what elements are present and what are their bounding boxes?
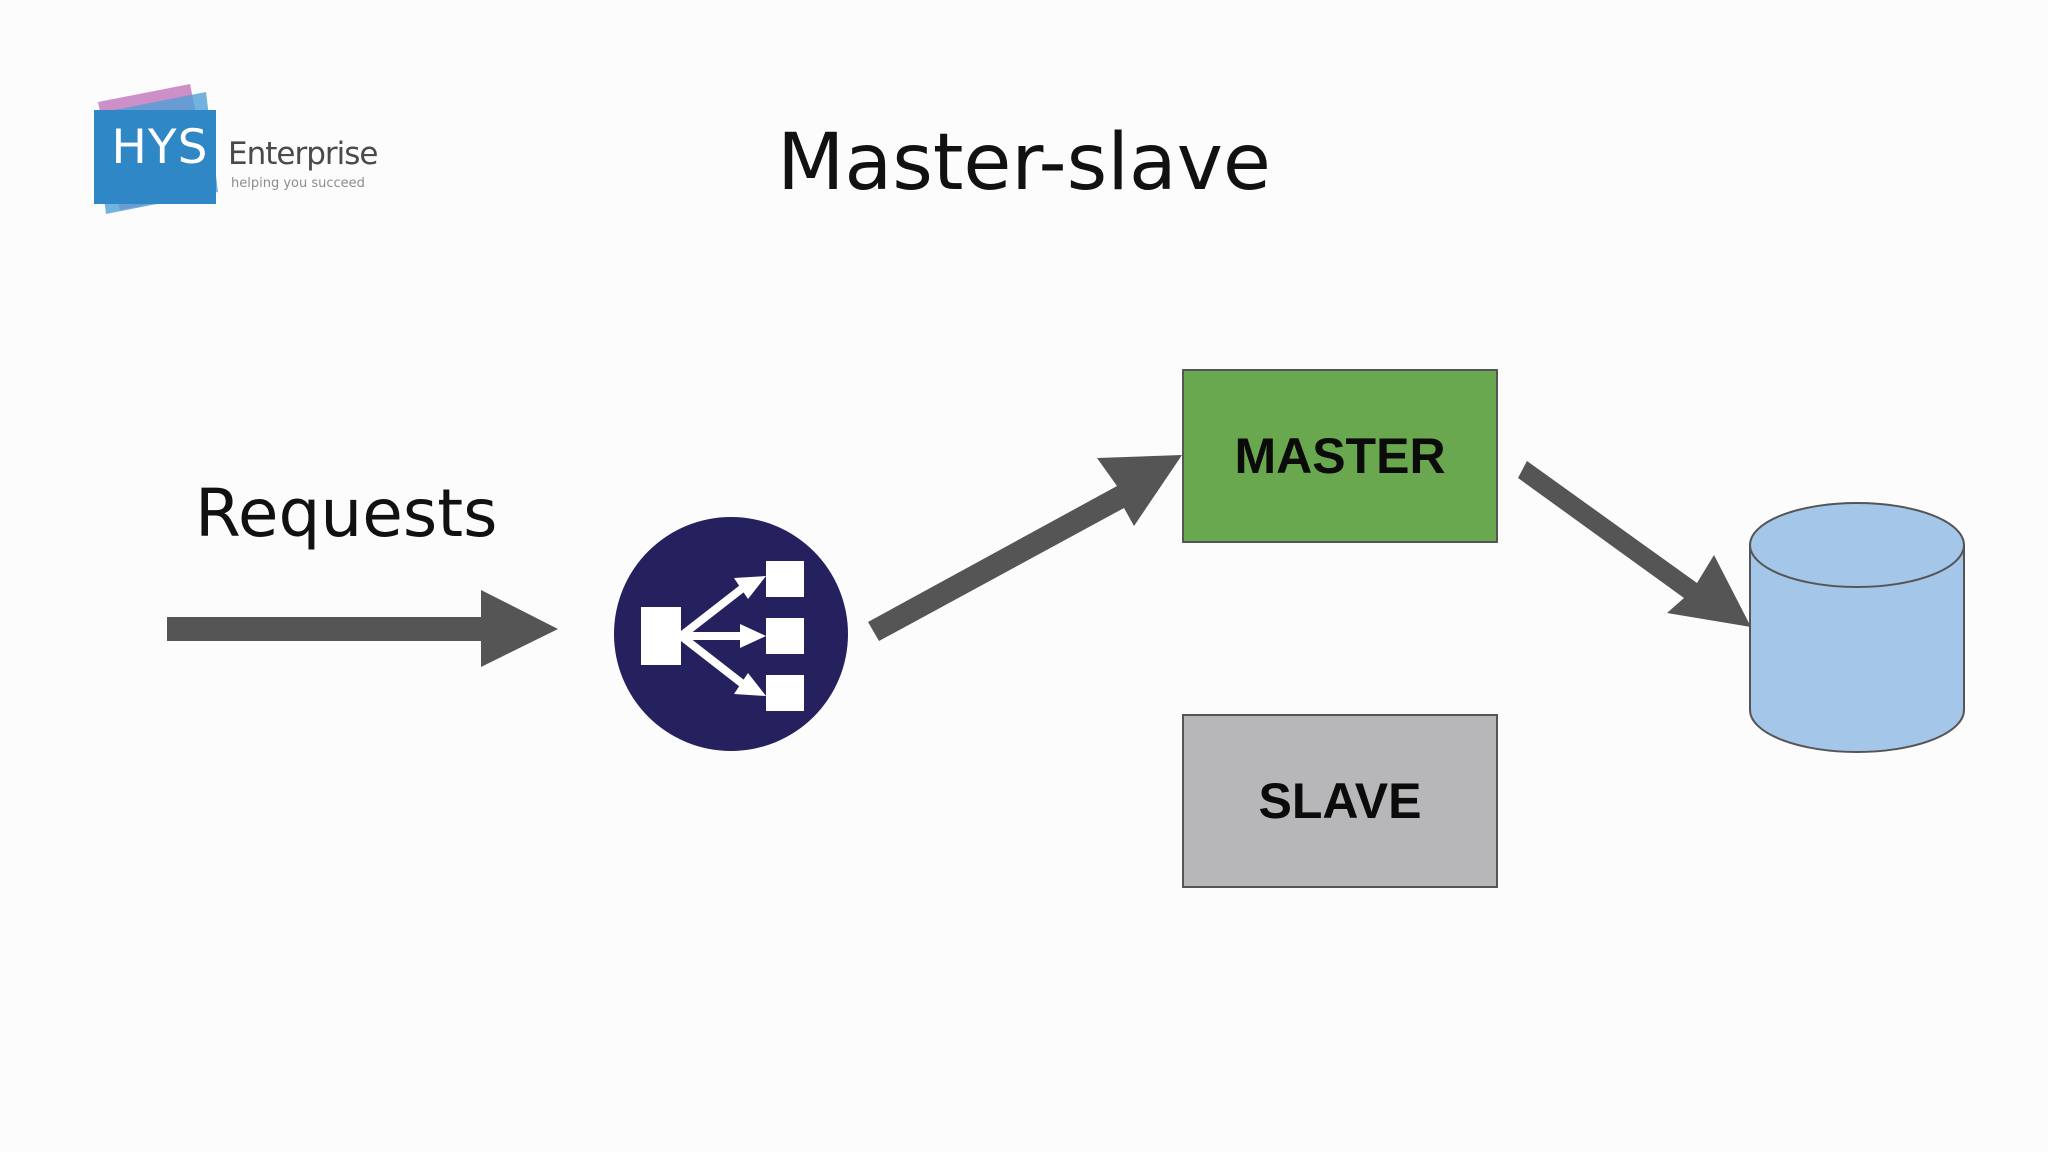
master-label: MASTER	[1234, 428, 1446, 484]
logo-graphic	[94, 84, 218, 214]
slide-title: Master-slave	[777, 118, 1271, 208]
requests-label: Requests	[195, 475, 498, 552]
hys-enterprise-logo: HYS Enterprise helping you succeed	[88, 80, 388, 230]
load-balancer-icon	[614, 517, 848, 751]
master-to-database-arrow	[1518, 461, 1751, 627]
logo-tagline-text: helping you succeed	[231, 176, 365, 191]
logo-brand-text: HYS	[111, 120, 209, 175]
slave-box: SLAVE	[1182, 714, 1498, 888]
database-cylinder-icon	[1749, 502, 1965, 753]
master-box: MASTER	[1182, 369, 1498, 543]
logo-name-text: Enterprise	[228, 136, 378, 172]
slave-label: SLAVE	[1258, 773, 1422, 829]
balancer-to-master-arrow	[868, 455, 1182, 641]
requests-arrow	[167, 590, 558, 667]
